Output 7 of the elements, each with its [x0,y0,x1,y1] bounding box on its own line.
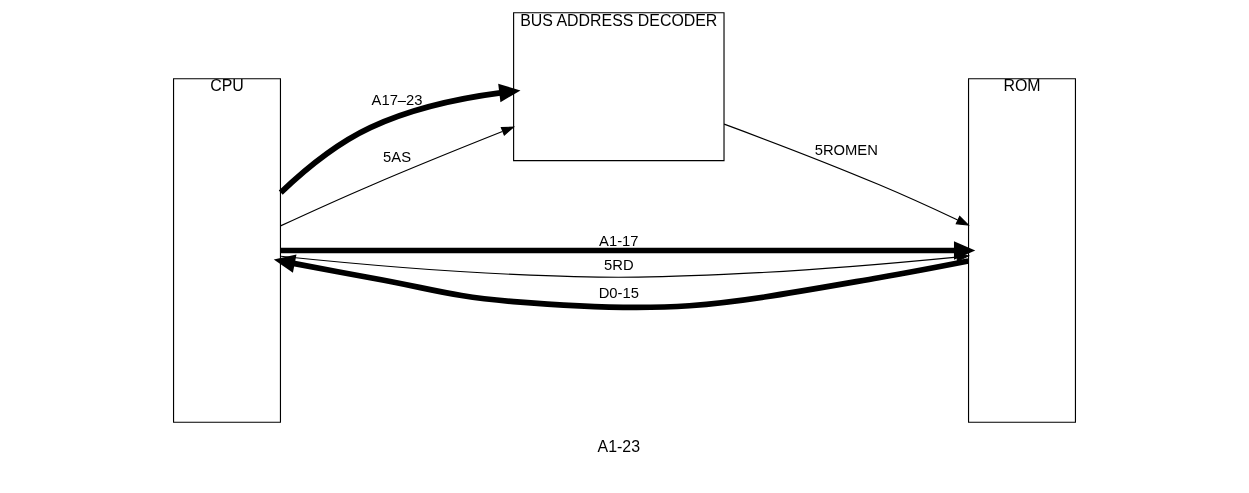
edge-label: D0-15 [598,284,639,301]
edge-label: A1-17 [599,233,639,250]
edge-label: 5RD [604,257,634,274]
edge-label: A17–23 [371,92,423,109]
edge-label: 5AS [383,149,411,166]
edge-label: 5ROMEN [814,142,878,159]
label: A1-23 [597,438,641,456]
